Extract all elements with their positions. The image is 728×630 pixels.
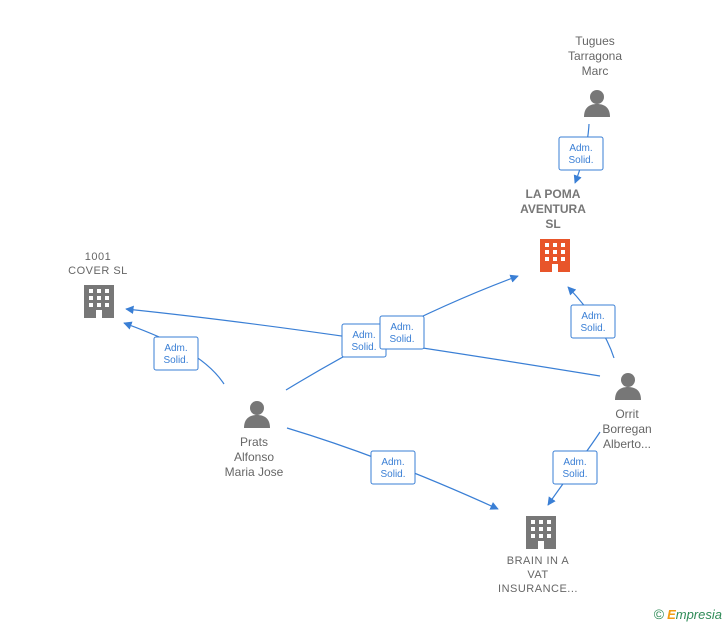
node-label-1001-cover[interactable]: 1001 COVER SL: [68, 251, 128, 277]
badge-line1: Adm.: [390, 322, 413, 333]
node-label-prats[interactable]: Prats Alfonso Maria Jose: [224, 435, 284, 479]
edge-badge[interactable]: Adm. Solid.: [341, 323, 387, 358]
badge-line1: Adm.: [164, 343, 187, 354]
badge-line2: Solid.: [562, 469, 587, 480]
badge-line2: Solid.: [380, 469, 405, 480]
building-icon[interactable]: [84, 285, 114, 318]
edge-badge[interactable]: Adm. Solid.: [153, 336, 199, 371]
badge-line2: Solid.: [351, 342, 376, 353]
badge-line2: Solid.: [580, 323, 605, 334]
node-label-la-poma[interactable]: LA POMA AVENTURA SL: [520, 187, 586, 231]
badge-line1: Adm.: [581, 311, 604, 322]
building-icon[interactable]: [526, 516, 556, 549]
badge-line2: Solid.: [568, 155, 593, 166]
badge-line1: Adm.: [381, 457, 404, 468]
edge-badge[interactable]: Adm. Solid.: [558, 136, 604, 171]
edge-badge[interactable]: Adm. Solid.: [370, 450, 416, 485]
edge-badge[interactable]: Adm. Solid.: [552, 450, 598, 485]
brand-name: mpresia: [675, 607, 722, 622]
badge-line1: Adm.: [563, 457, 586, 468]
badge-line2: Solid.: [163, 355, 188, 366]
node-label-orrit[interactable]: Orrit Borregan Alberto...: [602, 407, 652, 451]
brand-watermark: ©Empresia: [654, 606, 722, 622]
person-icon[interactable]: [244, 401, 270, 428]
badge-line2: Solid.: [389, 334, 414, 345]
badge-line1: Adm.: [569, 143, 592, 154]
badge-line1: Adm.: [352, 330, 375, 341]
brand-e: E: [667, 607, 676, 622]
person-icon[interactable]: [584, 90, 610, 117]
building-icon[interactable]: [540, 239, 570, 272]
edge-badge[interactable]: Adm. Solid.: [379, 315, 425, 350]
person-icon[interactable]: [615, 373, 641, 400]
node-label-tugues[interactable]: Tugues Tarragona Marc: [567, 34, 623, 78]
copyright-symbol: ©: [653, 606, 665, 622]
node-label-brain[interactable]: BRAIN IN A VAT INSURANCE...: [498, 555, 578, 595]
edge-badge[interactable]: Adm. Solid.: [570, 304, 616, 339]
